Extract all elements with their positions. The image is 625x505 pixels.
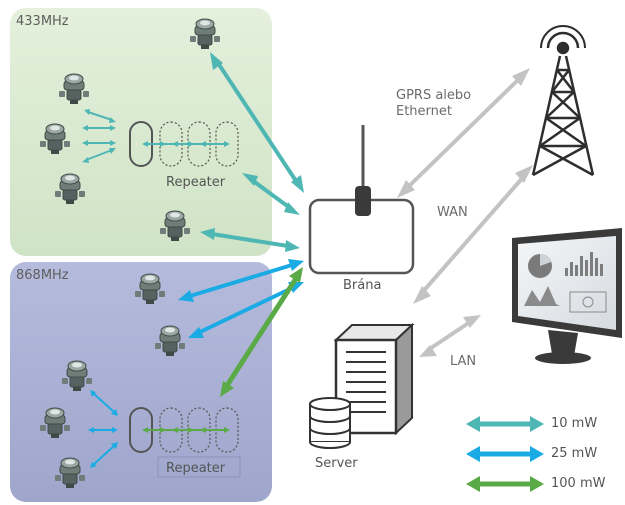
local-blue-arrows <box>88 390 118 468</box>
arrowhead-lan-top <box>463 315 481 328</box>
wan-label: WAN <box>437 205 468 220</box>
arrowhead-gprs-bottom <box>397 180 415 198</box>
zone-433-label: 433MHz <box>16 14 69 29</box>
gateway-icon <box>308 125 415 275</box>
server-label: Server <box>315 456 358 471</box>
green-link <box>220 267 303 397</box>
lan-label: LAN <box>450 354 477 369</box>
zone-868mhz <box>10 262 272 502</box>
zone-868-label: 868MHz <box>16 268 69 283</box>
repeater-bottom <box>129 407 241 478</box>
gprs-label: GPRS alebo Ethernet <box>396 88 472 120</box>
legend-label-25mw: 25 mW <box>551 446 598 461</box>
local-teal-arrows <box>82 109 116 163</box>
legend-label-10mw: 10 mW <box>551 416 598 431</box>
legend-swatch-25mw <box>466 446 544 462</box>
legend-label-100mw: 100 mW <box>551 476 606 491</box>
repeater-top <box>129 121 239 167</box>
repeater-top-label: Repeater <box>166 175 226 190</box>
teal-links <box>200 52 304 252</box>
tower-icon <box>531 25 595 177</box>
arrowhead-lan-bottom <box>419 345 437 357</box>
grey-links <box>403 76 527 352</box>
arrowhead-gprs-top <box>512 68 530 86</box>
arrowhead-wan-bottom <box>413 286 431 304</box>
repeater-bottom-label: Repeater <box>166 461 226 476</box>
arrowhead-wan-top <box>515 165 533 183</box>
gateway-label: Brána <box>343 278 382 293</box>
legend-swatch-100mw <box>466 476 544 492</box>
monitor-icon <box>512 228 622 364</box>
legend-swatch-10mw <box>466 416 544 432</box>
database-icon <box>309 397 351 449</box>
